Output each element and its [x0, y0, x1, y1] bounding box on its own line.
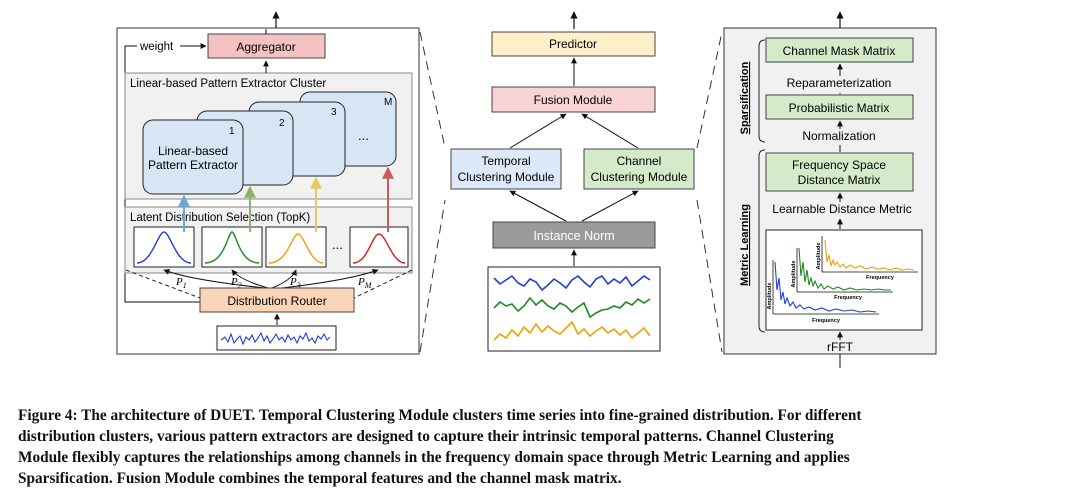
instance-norm-box — [492, 221, 656, 249]
series-blue — [493, 274, 651, 292]
reparameterization-label: Reparameterization — [787, 76, 892, 90]
spectrum-green: Amplitude Frequency — [791, 247, 893, 301]
svg-text:Amplitude: Amplitude — [767, 283, 773, 310]
frequency-distance-matrix-box — [765, 152, 914, 192]
distribution-router-box — [199, 287, 355, 313]
dist-ellipsis: ... — [332, 237, 343, 252]
channel-clustering-line2: Clustering Module — [591, 170, 688, 184]
learnable-distance-label: Learnable Distance Metric — [772, 202, 911, 216]
instance-norm-label: Instance Norm — [533, 229, 614, 243]
channel-mask-matrix-box — [765, 37, 914, 63]
temporal-clustering-line2: Clustering Module — [458, 170, 555, 184]
spectrum-blue: Amplitude Frequency — [767, 260, 879, 324]
card-number-1: 1 — [229, 126, 235, 137]
channel-clustering-detail-panel: Sparsification Metric Learning Channel M… — [723, 11, 937, 368]
card-number-3: 3 — [331, 107, 337, 118]
frequency-distance-line1: Frequency Space — [792, 158, 886, 172]
dist-curve-red — [352, 233, 406, 264]
sparsification-label: Sparsification — [739, 61, 751, 134]
temporal-clustering-box — [450, 148, 562, 190]
aggregator-box — [207, 33, 326, 59]
spectra-box — [765, 229, 923, 331]
card-number-m: M — [384, 97, 392, 108]
left-input-series — [220, 331, 331, 346]
svg-text:Amplitude: Amplitude — [791, 261, 797, 288]
probabilistic-matrix-label: Probabilistic Matrix — [789, 101, 890, 115]
extractor-cluster-title: Linear-based Pattern Extractor Cluster — [130, 78, 326, 90]
duet-overall-architecture: Predictor Fusion Module Temporal Cluster… — [450, 11, 695, 352]
dist-curve-blue — [136, 231, 192, 264]
caption-line-2: distribution clusters, various pattern e… — [18, 428, 834, 445]
left-input-series-box — [216, 325, 337, 351]
svg-text:Frequency: Frequency — [834, 295, 863, 301]
extractor-label-line1: Linear-based — [158, 144, 228, 158]
p-label-3: P3 — [289, 276, 301, 290]
caption-line-1: Figure 4: The architecture of DUET. Temp… — [18, 407, 862, 424]
p-label-2: P2 — [230, 276, 242, 290]
duet-architecture-figure: Aggregator weight Linear-based Pattern E… — [116, 11, 937, 368]
spectrum-orange: Amplitude Frequency — [816, 236, 918, 281]
fusion-module-label: Fusion Module — [534, 93, 613, 107]
series-orange — [493, 320, 651, 341]
dist-curve-green — [204, 231, 260, 264]
svg-text:Frequency: Frequency — [866, 275, 895, 281]
series-green — [493, 296, 651, 319]
predictor-label: Predictor — [549, 37, 597, 51]
predictor-box — [491, 31, 656, 57]
metric-learning-label: Metric Learning — [739, 204, 751, 286]
svg-text:Frequency: Frequency — [812, 318, 841, 324]
dist-curve-orange — [268, 233, 324, 264]
rfft-label: rFFT — [827, 340, 854, 354]
normalization-label: Normalization — [802, 129, 875, 143]
channel-clustering-box — [583, 148, 695, 190]
dist-box-2 — [201, 226, 263, 268]
p-label-m: PM — [357, 276, 373, 290]
distribution-router-label: Distribution Router — [227, 294, 326, 308]
card-ellipsis: ... — [358, 128, 369, 143]
aggregator-label: Aggregator — [236, 40, 295, 54]
extractor-card-1 — [142, 119, 244, 195]
channel-mask-matrix-label: Channel Mask Matrix — [783, 44, 896, 58]
frequency-distance-line2: Distance Matrix — [798, 173, 881, 187]
channel-clustering-line1: Channel — [617, 154, 662, 168]
latent-selection-title: Latent Distribution Selection (TopK) — [130, 212, 310, 224]
temporal-clustering-detail-panel: Aggregator weight Linear-based Pattern E… — [116, 11, 420, 355]
card-number-2: 2 — [279, 118, 285, 129]
svg-text:Amplitude: Amplitude — [816, 243, 822, 270]
weight-label: weight — [139, 41, 174, 53]
caption-line-3: Module flexibly captures the relationshi… — [18, 449, 850, 466]
fusion-module-box — [491, 86, 656, 113]
temporal-clustering-line1: Temporal — [481, 154, 530, 168]
p-label-1: P1 — [175, 276, 187, 290]
probabilistic-matrix-box — [765, 94, 914, 120]
extractor-label-line2: Pattern Extractor — [148, 158, 238, 172]
figure-caption: Figure 4: The architecture of DUET. Temp… — [18, 405, 1068, 489]
caption-line-4: Sparsification. Fusion Module combines t… — [18, 470, 622, 487]
